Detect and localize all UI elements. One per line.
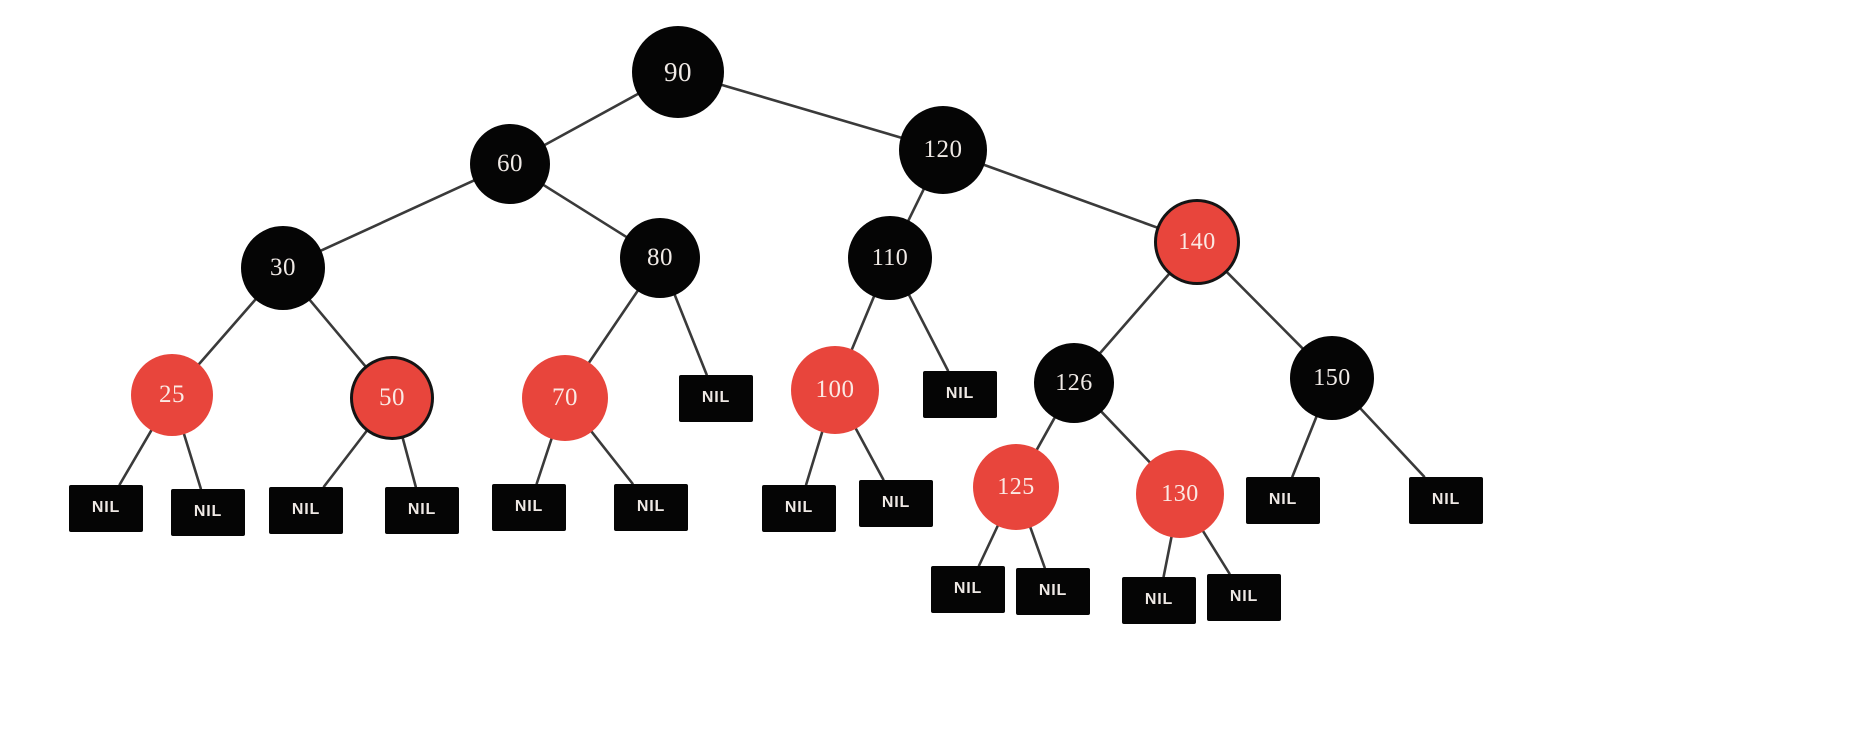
- nil-leaf-label: NIL: [784, 499, 814, 516]
- tree-edge-130-to-NIL: [1201, 529, 1231, 575]
- nil-leaf-node: NIL: [614, 483, 688, 531]
- tree-edge-80-to-70: [587, 288, 640, 365]
- tree-edge-90-to-120: [719, 83, 904, 140]
- tree-edge-25-to-NIL: [118, 428, 154, 486]
- tree-node-label: 30: [270, 254, 296, 281]
- tree-edge-130-to-NIL: [1162, 534, 1173, 578]
- tree-node-label: 130: [1161, 480, 1199, 507]
- tree-node-label: 110: [871, 244, 909, 271]
- tree-edge-150-to-NIL: [1291, 414, 1319, 478]
- tree-edge-126-to-130: [1099, 409, 1152, 465]
- tree-node-80: 80: [620, 218, 700, 298]
- tree-edge-100-to-NIL: [854, 426, 885, 481]
- tree-node-label: 150: [1313, 364, 1351, 391]
- tree-node-60: 60: [470, 124, 550, 204]
- tree-node-label: 140: [1178, 228, 1216, 255]
- nil-leaf-label: NIL: [1038, 582, 1068, 599]
- nil-leaf-label: NIL: [1431, 491, 1461, 508]
- nil-leaf-label: NIL: [881, 494, 911, 511]
- nil-leaf-label: NIL: [1144, 591, 1174, 608]
- nil-leaf-node: NIL: [69, 484, 143, 532]
- tree-node-130: 130: [1136, 450, 1224, 538]
- nil-leaf-node: NIL: [1016, 567, 1090, 615]
- tree-edge-70-to-NIL: [535, 436, 554, 485]
- nil-leaf-label: NIL: [193, 503, 223, 520]
- nil-leaf-node: NIL: [762, 484, 836, 532]
- nil-leaf-node: NIL: [171, 488, 245, 536]
- tree-edge-120-to-140: [982, 163, 1159, 229]
- tree-node-90: 90: [632, 26, 724, 118]
- tree-node-125: 125: [973, 444, 1059, 530]
- tree-node-120: 120: [899, 106, 987, 194]
- tree-edge-60-to-80: [541, 183, 629, 239]
- tree-edge-30-to-50: [308, 298, 367, 368]
- tree-node-70: 70: [522, 355, 608, 441]
- nil-leaf-label: NIL: [636, 498, 666, 515]
- tree-edge-125-to-NIL: [1028, 525, 1046, 569]
- nil-leaf-node: NIL: [492, 483, 566, 531]
- tree-node-label: 125: [997, 473, 1035, 500]
- nil-leaf-label: NIL: [1229, 588, 1259, 605]
- nil-leaf-label: NIL: [701, 389, 731, 406]
- nil-leaf-node: NIL: [859, 479, 933, 527]
- tree-node-110: 110: [848, 216, 932, 300]
- nil-leaf-node: NIL: [931, 565, 1005, 613]
- tree-edge-100-to-NIL: [804, 429, 824, 486]
- tree-node-25: 25: [131, 354, 213, 436]
- nil-leaf-node: NIL: [1409, 476, 1483, 524]
- tree-edge-25-to-NIL: [182, 431, 203, 490]
- tree-node-label: 25: [159, 381, 185, 408]
- tree-node-label: 60: [497, 150, 523, 177]
- nil-leaf-label: NIL: [291, 501, 321, 518]
- tree-node-30: 30: [241, 226, 325, 310]
- nil-leaf-label: NIL: [945, 385, 975, 402]
- tree-edge-126-to-125: [1035, 415, 1057, 452]
- nil-leaf-node: NIL: [1207, 573, 1281, 621]
- tree-edge-120-to-110: [906, 187, 926, 223]
- tree-node-label: 120: [923, 136, 963, 163]
- tree-node-100: 100: [791, 346, 879, 434]
- nil-leaf-node: NIL: [679, 374, 753, 422]
- tree-edge-125-to-NIL: [977, 523, 1000, 567]
- tree-edge-140-to-150: [1225, 270, 1305, 351]
- nil-leaf-label: NIL: [514, 498, 544, 515]
- tree-edge-140-to-126: [1098, 272, 1171, 355]
- tree-edge-90-to-60: [542, 92, 640, 147]
- tree-edge-50-to-NIL: [401, 436, 418, 488]
- nil-leaf-label: NIL: [1268, 491, 1298, 508]
- nil-leaf-node: NIL: [385, 486, 459, 534]
- tree-edge-50-to-NIL: [322, 429, 369, 488]
- tree-node-label: 70: [552, 384, 578, 411]
- tree-edge-80-to-NIL: [673, 292, 708, 376]
- tree-edge-110-to-100: [850, 294, 876, 352]
- nil-leaf-label: NIL: [91, 499, 121, 516]
- nil-leaf-label: NIL: [953, 580, 983, 597]
- tree-node-50: 50: [350, 356, 434, 440]
- tree-node-label: 126: [1055, 369, 1093, 396]
- tree-edge-110-to-NIL: [907, 293, 950, 372]
- nil-leaf-node: NIL: [1122, 576, 1196, 624]
- tree-node-140: 140: [1154, 199, 1240, 285]
- tree-node-label: 100: [815, 376, 855, 403]
- tree-edge-70-to-NIL: [589, 429, 634, 485]
- tree-node-label: 80: [647, 244, 673, 271]
- tree-edge-30-to-25: [197, 297, 258, 367]
- nil-leaf-label: NIL: [407, 501, 437, 518]
- tree-node-126: 126: [1034, 343, 1114, 423]
- tree-node-150: 150: [1290, 336, 1374, 420]
- tree-node-label: 90: [664, 56, 692, 87]
- tree-edge-60-to-30: [318, 178, 476, 253]
- tree-node-label: 50: [379, 384, 405, 411]
- nil-leaf-node: NIL: [1246, 476, 1320, 524]
- nil-leaf-node: NIL: [269, 486, 343, 534]
- nil-leaf-node: NIL: [923, 370, 997, 418]
- tree-edge-150-to-NIL: [1358, 406, 1426, 478]
